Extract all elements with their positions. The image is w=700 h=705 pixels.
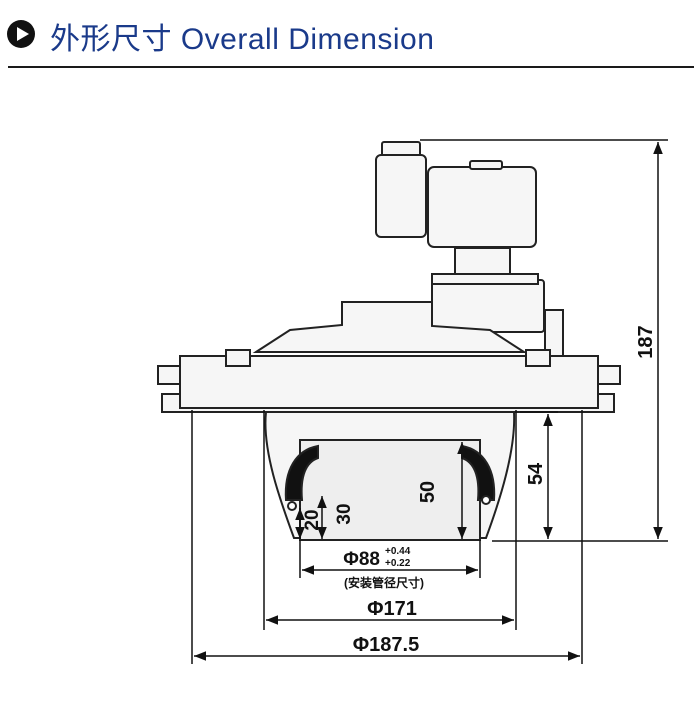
header-divider: [8, 66, 694, 68]
solenoid-cap: [469, 160, 503, 170]
dimension-lines: [191, 139, 668, 664]
solenoid-coil: [427, 166, 537, 248]
dim-20: 20: [302, 509, 323, 530]
valve-dimension-drawing: 187 54 50 30 20 Φ88 +0.44 +0.22 (安装管径尺寸)…: [0, 70, 700, 700]
valve-drawing-svg: 187 54 50 30 20 Φ88 +0.44 +0.22 (安装管径尺寸)…: [157, 139, 668, 664]
top-cover: [252, 301, 528, 353]
dim-outlet-diameter: Φ88: [343, 549, 380, 570]
dim-30: 30: [334, 503, 355, 524]
dim-outlet-note: (安装管径尺寸): [344, 575, 424, 590]
pilot-housing: [431, 279, 545, 333]
seal-ring-right: [481, 495, 491, 505]
bolt-left: [225, 349, 251, 367]
bolt-right: [525, 349, 551, 367]
dim-outlet-depth: 50: [417, 481, 439, 503]
dim-flange-diameter: Φ187.5: [353, 634, 419, 656]
section-title: 外形尺寸 Overall Dimension: [50, 23, 435, 56]
solenoid-plug: [375, 154, 427, 238]
pilot-nut: [431, 273, 539, 285]
dim-tolerance-upper: +0.44: [385, 546, 411, 557]
seal-ring-left: [287, 501, 297, 511]
solenoid-connector: [381, 141, 421, 157]
valve-outline: [157, 141, 621, 541]
dim-overall-height: 187: [635, 325, 657, 358]
seal-left: [284, 444, 319, 501]
dim-body-height: 54: [525, 462, 547, 485]
play-circle-icon: [7, 20, 35, 48]
section-header: 外形尺寸 Overall Dimension: [0, 0, 700, 68]
dim-tolerance-lower: +0.22: [385, 558, 411, 569]
outlet-nozzle: [299, 439, 481, 541]
dim-body-diameter: Φ171: [367, 598, 417, 620]
